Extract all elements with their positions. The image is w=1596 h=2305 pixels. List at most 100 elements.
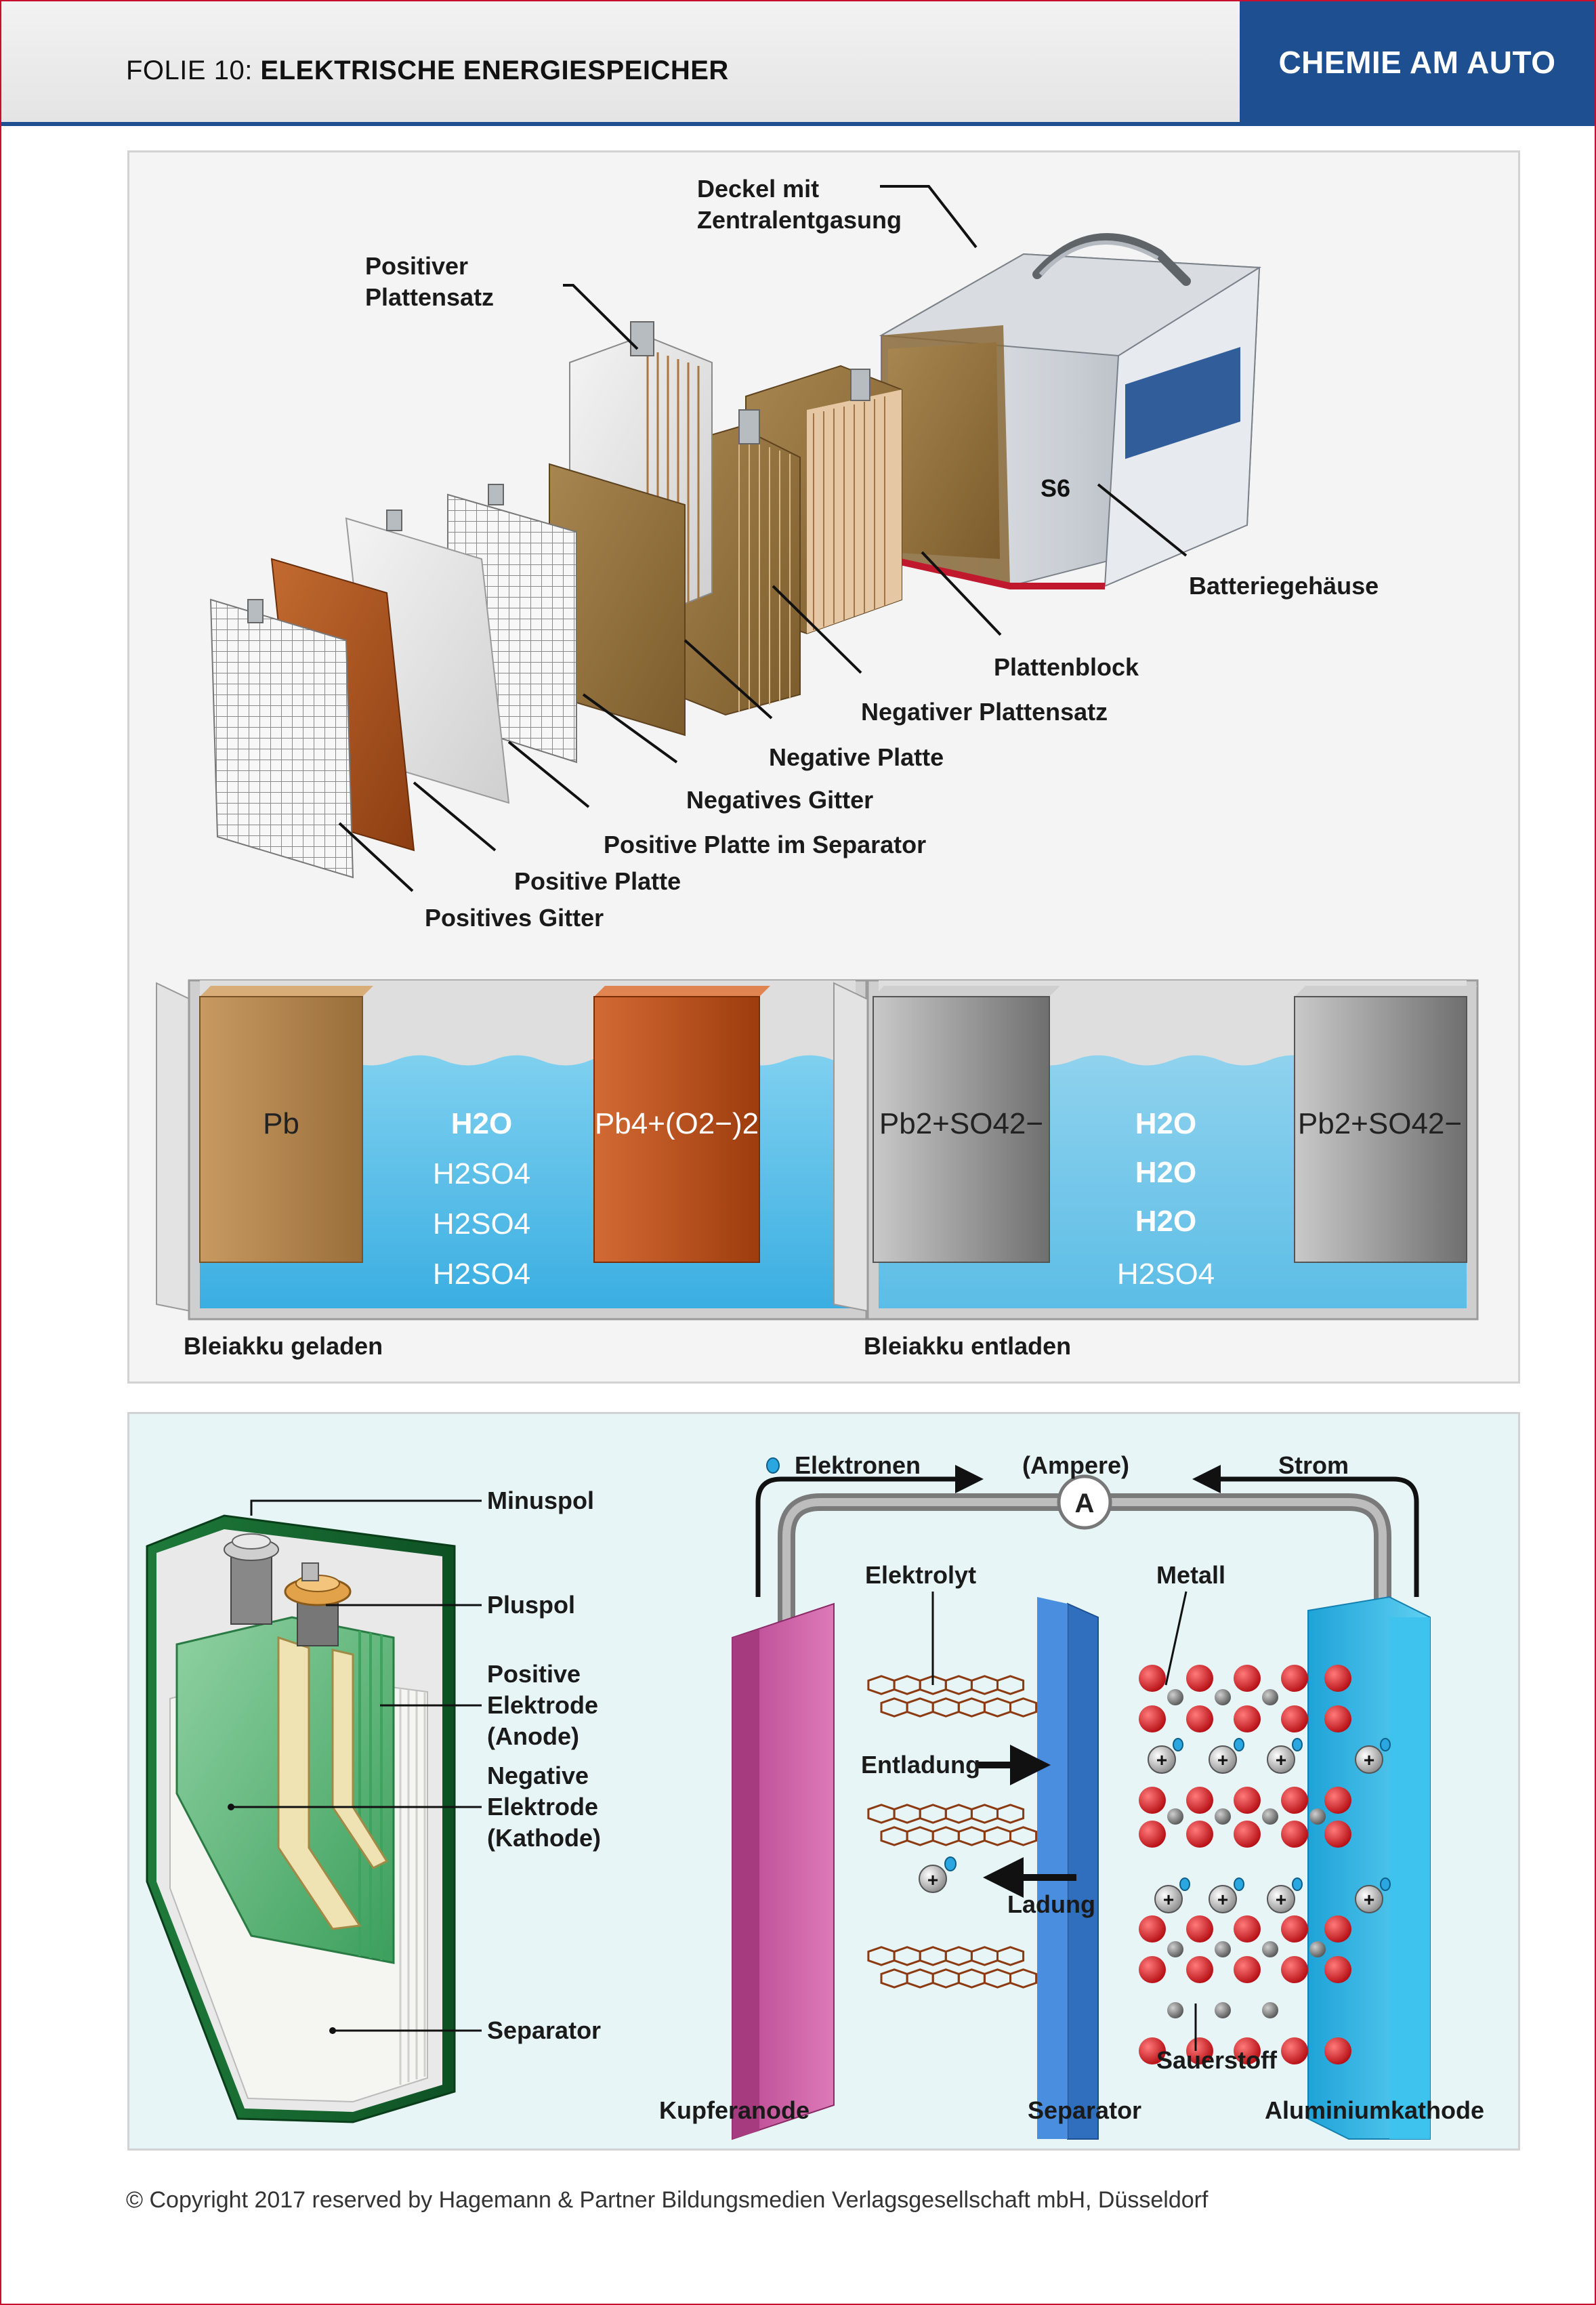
label-negative-1: Negative <box>487 1762 589 1789</box>
page-title: FOLIE 10: ELEKTRISCHE ENERGIESPEICHER <box>126 56 729 86</box>
metal-atom <box>1167 1941 1183 1957</box>
header-rule <box>1 122 1595 126</box>
ion-plus-sign: + <box>1163 1889 1174 1910</box>
oxygen-atom <box>1234 1821 1261 1848</box>
label-positive-3: (Anode) <box>487 1722 579 1750</box>
graphene-hexagon <box>983 1968 1011 1989</box>
graphene-hexagon <box>1009 1826 1038 1846</box>
discharged-acid: H2SO4 <box>1117 1258 1215 1291</box>
oxygen-atom <box>1281 1665 1308 1692</box>
metal-atom <box>1262 1808 1278 1825</box>
ion-plus-sign: + <box>1217 1749 1228 1770</box>
label-batteriegehaeuse: Batteriegehäuse <box>1189 572 1379 600</box>
label-metall: Metall <box>1156 1561 1225 1589</box>
label-pos-plattensatz-1: Positiver <box>365 252 468 280</box>
label-deckel-2: Zentralentgasung <box>697 206 902 234</box>
charged-left-electrode: Pb <box>263 1107 299 1140</box>
label-elektronen: Elektronen <box>795 1451 921 1479</box>
graphene-hexagon <box>996 1946 1025 1966</box>
brand-badge: CHEMIE AM AUTO <box>1240 1 1595 123</box>
battery-exploded-diagram: S6 <box>156 175 1479 1360</box>
lithium-ion <box>1148 1745 1176 1774</box>
label-aluminiumkathode: Aluminiumkathode <box>1265 2096 1484 2124</box>
oxygen-atom <box>1234 1787 1261 1814</box>
graphene-hexagon <box>931 1826 960 1846</box>
label-pluspol: Pluspol <box>487 1591 575 1619</box>
label-ladung: Ladung <box>1007 1890 1095 1918</box>
graphene-hexagon <box>919 1804 947 1824</box>
graphene-hexagon <box>957 1968 986 1989</box>
oxygen-atom <box>1139 1915 1166 1943</box>
lithium-ion <box>1154 1885 1183 1913</box>
graphene-hexagon <box>906 1826 934 1846</box>
leader-lines <box>338 185 1188 892</box>
label-elektrolyt: Elektrolyt <box>865 1561 976 1589</box>
metal-atom <box>1167 1808 1183 1825</box>
ion-plus-sign: + <box>1217 1889 1228 1910</box>
graphene-hexagon <box>944 1946 973 1966</box>
oxygen-atom <box>1186 1915 1213 1943</box>
ammeter-symbol: A <box>1075 1489 1095 1518</box>
oxygen-atom <box>1281 2037 1308 2064</box>
graphene-hexagon <box>983 1697 1011 1718</box>
label-positive-1: Positive <box>487 1660 581 1688</box>
label-minuspol: Minuspol <box>487 1487 594 1514</box>
graphene-hexagon <box>867 1946 896 1966</box>
ion-plus-sign: + <box>1276 1889 1286 1910</box>
oxygen-atom <box>1186 2037 1213 2064</box>
label-ampere: (Ampere) <box>1022 1451 1129 1479</box>
graphene-hexagon <box>983 1826 1011 1846</box>
metal-atom <box>1215 1808 1231 1825</box>
oxygen-atom <box>1186 1956 1213 1983</box>
metal-atom <box>1215 2002 1231 2018</box>
battery-housing: S6 <box>879 233 1262 589</box>
oxygen-atom <box>1186 1665 1213 1692</box>
label-positive-platte-separator: Positive Platte im Separator <box>604 831 926 858</box>
electron-icon <box>766 1457 780 1474</box>
lithium-ion-free: + <box>919 1856 957 1893</box>
metal-atom <box>1215 1689 1231 1705</box>
cell-leader-lines <box>231 1499 482 2032</box>
brand-label: CHEMIE AM AUTO <box>1278 45 1556 80</box>
oxygen-atom <box>1281 1956 1308 1983</box>
graphene-hexagon <box>867 1675 896 1695</box>
metal-atom <box>1167 2002 1183 2018</box>
metal-atom <box>1167 1689 1183 1705</box>
label-deckel-1: Deckel mit <box>697 175 819 203</box>
graphene-hexagon <box>957 1826 986 1846</box>
label-negative-3: (Kathode) <box>487 1824 601 1852</box>
dot-negative <box>228 1804 234 1810</box>
oxygen-atom <box>1324 1821 1351 1848</box>
caption-bleiakku-entladen: Bleiakku entladen <box>864 1332 1071 1360</box>
cathode-atoms: ++++++++ <box>1139 1665 1391 2064</box>
label-pos-plattensatz-2: Plattensatz <box>365 283 494 311</box>
bleiakku-geladen: Pb Pb4+(O2−)2 H2O H2SO4 H2SO4 H2SO4 Blei… <box>156 979 868 1360</box>
electron <box>1179 1877 1190 1891</box>
graphene-hexagon <box>970 1804 999 1824</box>
discharged-water-3: H2O <box>1135 1205 1196 1238</box>
circuit-leader-lines <box>931 1591 1197 2051</box>
graphene-hexagon <box>880 1968 908 1989</box>
electron <box>1380 1738 1391 1751</box>
oxygen-atom <box>1324 2037 1351 2064</box>
electron <box>1380 1877 1391 1891</box>
cell-and-circuit-diagram: Minuspol Pluspol Positive Elektrode (Ano… <box>146 1451 1484 2140</box>
circuit-diagram: A <box>732 1465 1431 2140</box>
oxygen-atom <box>1281 1915 1308 1943</box>
electron <box>1292 1877 1303 1891</box>
lithium-ion <box>1355 1885 1383 1913</box>
oxygen-atom <box>1281 1705 1308 1732</box>
charged-acid-3: H2SO4 <box>433 1258 530 1291</box>
separator-plate <box>1067 1602 1099 2140</box>
ion-plus-sign: + <box>1364 1889 1374 1910</box>
graphene-hexagon <box>970 1946 999 1966</box>
copyright-notice: © Copyright 2017 reserved by Hagemann & … <box>126 2187 1209 2213</box>
oxygen-atom <box>1139 1705 1166 1732</box>
discharged-left-electrode: Pb2+SO42− <box>879 1107 1043 1140</box>
oxygen-atom <box>1139 1787 1166 1814</box>
graphene-hexagon <box>944 1675 973 1695</box>
oxygen-atom <box>1139 1956 1166 1983</box>
lithium-ion <box>1267 1745 1295 1774</box>
oxygen-atom <box>1139 2037 1166 2064</box>
oxygen-atom <box>1186 1821 1213 1848</box>
